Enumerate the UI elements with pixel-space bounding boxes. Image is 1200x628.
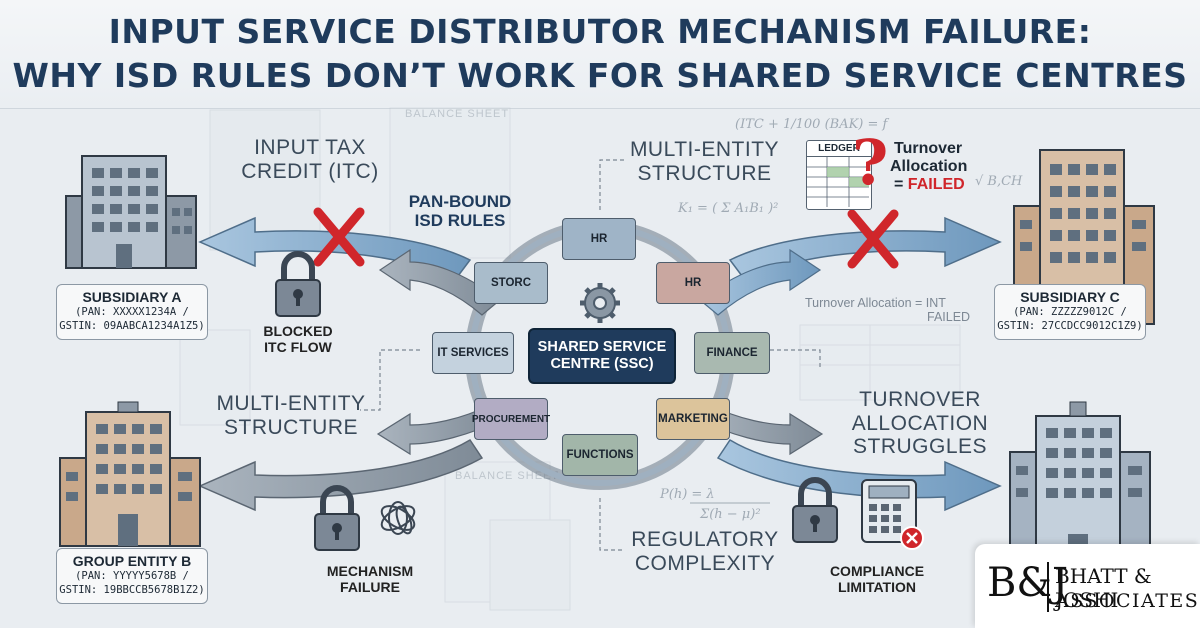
pan-bound-line2: ISD RULES xyxy=(414,211,506,231)
calculator-icon xyxy=(861,479,924,550)
multi-entity-structure-left-label: MULTI-ENTITY STRUCTURE xyxy=(206,392,376,439)
arrow-right-upper xyxy=(699,248,822,316)
subsidiary-c-caption: SUBSIDIARY C (PAN: ZZZZZ9012C / GSTIN: 2… xyxy=(994,284,1146,340)
ledger-title: LEDGER xyxy=(807,141,871,157)
mechanism-line1: MECHANISM xyxy=(326,563,414,579)
gear-icon xyxy=(580,283,620,323)
turnover-alloc-line1: Turnover xyxy=(894,140,963,157)
ledger-document: LEDGER xyxy=(806,140,872,210)
question-mark-icon: ? xyxy=(852,126,889,199)
subsidiary-a-gstin: GSTIN: 09AABCA1234A1Z5) xyxy=(59,320,205,333)
regulatory-line1: REGULATORY xyxy=(631,528,779,551)
logo-line2: ASSOCIATES xyxy=(1055,590,1200,612)
mechanism-failure-label: MECHANISM FAILURE xyxy=(315,563,425,595)
building-icon-subsidiary-a xyxy=(65,155,197,269)
blocked-line1: BLOCKED xyxy=(263,323,333,339)
itc-label-line1: INPUT TAX xyxy=(254,136,366,159)
function-box-hr-top: HR xyxy=(562,218,636,260)
arrow-left-lower xyxy=(376,404,501,456)
faint-formula-den: FAILED xyxy=(927,310,971,324)
multi-top-line2: STRUCTURE xyxy=(637,161,772,185)
subsidiary-c-pan: (PAN: ZZZZZ9012C / xyxy=(1013,306,1127,318)
compliance-line2: LIMITATION xyxy=(837,578,917,595)
function-box-hr-right: HR xyxy=(656,262,730,304)
turnover-alloc-failed: FAILED xyxy=(907,175,965,193)
itc-label-line2: CREDIT (ITC) xyxy=(241,159,379,183)
pan-bound-isd-rules-label: PAN-BOUND ISD RULES xyxy=(390,192,530,230)
arrow-to-lower-right-building xyxy=(716,438,1002,512)
svg-text:Σ(h − μ)²: Σ(h − μ)² xyxy=(699,507,761,522)
group-entity-b-caption: GROUP ENTITY B (PAN: YYYYY5678B / GSTIN:… xyxy=(56,548,208,604)
compliance-line1: COMPLIANCE xyxy=(829,563,925,579)
turnover-alloc-line2: Allocation xyxy=(890,157,968,175)
title-line-2: WHY ISD RULES DON’T WORK FOR SHARED SERV… xyxy=(12,56,1188,95)
building-icon-group-entity-b xyxy=(59,401,201,547)
fail-x-icon-right xyxy=(847,209,899,269)
multi-left-line1: MULTI-ENTITY xyxy=(216,392,366,415)
subsidiary-a-name: SUBSIDIARY A xyxy=(82,289,182,305)
balance-sheet-top-text: BALANCE SHEET xyxy=(405,108,509,120)
turnover-struggles-line3: STRUGGLES xyxy=(852,435,988,459)
shared-service-centre-hub: SHARED SERVICE CENTRE (SSC) xyxy=(528,328,676,384)
padlock-icon-blocked xyxy=(275,251,321,317)
turnover-allocation-struggles-label: TURNOVER ALLOCATION STRUGGLES xyxy=(840,388,1000,459)
subsidiary-a-caption: SUBSIDIARY A (PAN: XXXXX1234A / GSTIN: 0… xyxy=(56,284,208,340)
compliance-limitation-label: COMPLIANCE LIMITATION xyxy=(812,563,942,595)
tangled-knot-icon xyxy=(380,501,416,535)
function-box-finance: FINANCE xyxy=(694,332,770,374)
mechanism-line2: FAILURE xyxy=(340,578,400,595)
arrow-left-upper xyxy=(378,248,501,316)
ledger-grid xyxy=(807,157,869,207)
hub-label-line1: SHARED SERVICE xyxy=(537,339,667,356)
function-box-it-services: IT SERVICES xyxy=(432,332,514,374)
faint-formulas: (ITC + 1/100 (BAK) = f K₁ = ( Σ A₁B₁ )² … xyxy=(659,117,1023,522)
svg-text:P(h) = λ: P(h) = λ xyxy=(659,487,715,502)
faint-turnover-formula: Turnover Allocation = INT FAILED xyxy=(805,296,995,324)
regulatory-complexity-label: REGULATORY COMPLEXITY xyxy=(620,528,790,575)
svg-text:K₁ = ( Σ A₁B₁ )²: K₁ = ( Σ A₁B₁ )² xyxy=(677,201,778,216)
function-box-storc: STORC xyxy=(474,262,548,304)
turnover-allocation-failed-label: Turnover Allocation = FAILED xyxy=(880,140,990,194)
regulatory-line2: COMPLEXITY xyxy=(634,551,776,575)
turnover-struggles-line2: ALLOCATION xyxy=(851,411,989,435)
blocked-itc-flow-label: BLOCKED ITC FLOW xyxy=(248,323,348,355)
balance-sheet-bottom-text: BALANCE SHEET xyxy=(455,470,559,482)
turnover-alloc-eq: = xyxy=(894,175,904,193)
faint-formula-num: INT xyxy=(925,296,946,310)
title-line-1: INPUT SERVICE DISTRIBUTOR MECHANISM FAIL… xyxy=(108,12,1092,51)
group-entity-b-name: GROUP ENTITY B xyxy=(72,553,192,569)
multi-top-line1: MULTI-ENTITY xyxy=(629,138,780,161)
logo-divider xyxy=(1047,562,1049,612)
faint-formula-text: Turnover Allocation = xyxy=(805,296,923,310)
fail-x-icon-left xyxy=(313,207,365,267)
subsidiary-c-gstin: GSTIN: 27CCDCC9012C1Z9) xyxy=(997,320,1143,333)
faint-documents xyxy=(179,107,961,611)
title-band: INPUT SERVICE DISTRIBUTOR MECHANISM FAIL… xyxy=(0,0,1200,109)
svg-text:(ITC + 1/100 (BAK) = f: (ITC + 1/100 (BAK) = f xyxy=(735,117,890,132)
function-box-marketing: MARKETING xyxy=(656,398,730,440)
turnover-struggles-line1: TURNOVER xyxy=(859,388,981,411)
logo-mark: B&J xyxy=(987,560,1069,606)
subsidiary-a-pan: (PAN: XXXXX1234A / xyxy=(75,306,189,318)
blocked-line2: ITC FLOW xyxy=(264,338,332,355)
itc-label: INPUT TAX CREDIT (ITC) xyxy=(220,136,400,183)
subsidiary-c-name: SUBSIDIARY C xyxy=(1020,289,1120,305)
padlock-icon-compliance xyxy=(792,477,838,543)
bhatt-joshi-logo: B&J BHATT & JOSHI ASSOCIATES xyxy=(975,544,1200,628)
function-box-functions: FUNCTIONS xyxy=(562,434,638,476)
hub-label-line2: CENTRE (SSC) xyxy=(550,356,654,372)
multi-left-line2: STRUCTURE xyxy=(224,415,358,439)
multi-entity-structure-top-label: MULTI-ENTITY STRUCTURE xyxy=(622,138,787,185)
group-entity-b-pan: (PAN: YYYYY5678B / xyxy=(75,570,189,582)
logo-line1: BHATT & JOSHI xyxy=(1055,564,1152,612)
pan-bound-line1: PAN-BOUND xyxy=(408,192,512,211)
function-box-procurement: PROCUREMENT xyxy=(472,398,550,440)
padlock-icon-mechanism xyxy=(314,485,360,551)
arrow-to-group-entity-b xyxy=(198,438,484,512)
svg-text:√ B,CH: √ B,CH xyxy=(975,174,1023,189)
group-entity-b-gstin: GSTIN: 19BBCCB5678B1Z2) xyxy=(59,584,205,597)
